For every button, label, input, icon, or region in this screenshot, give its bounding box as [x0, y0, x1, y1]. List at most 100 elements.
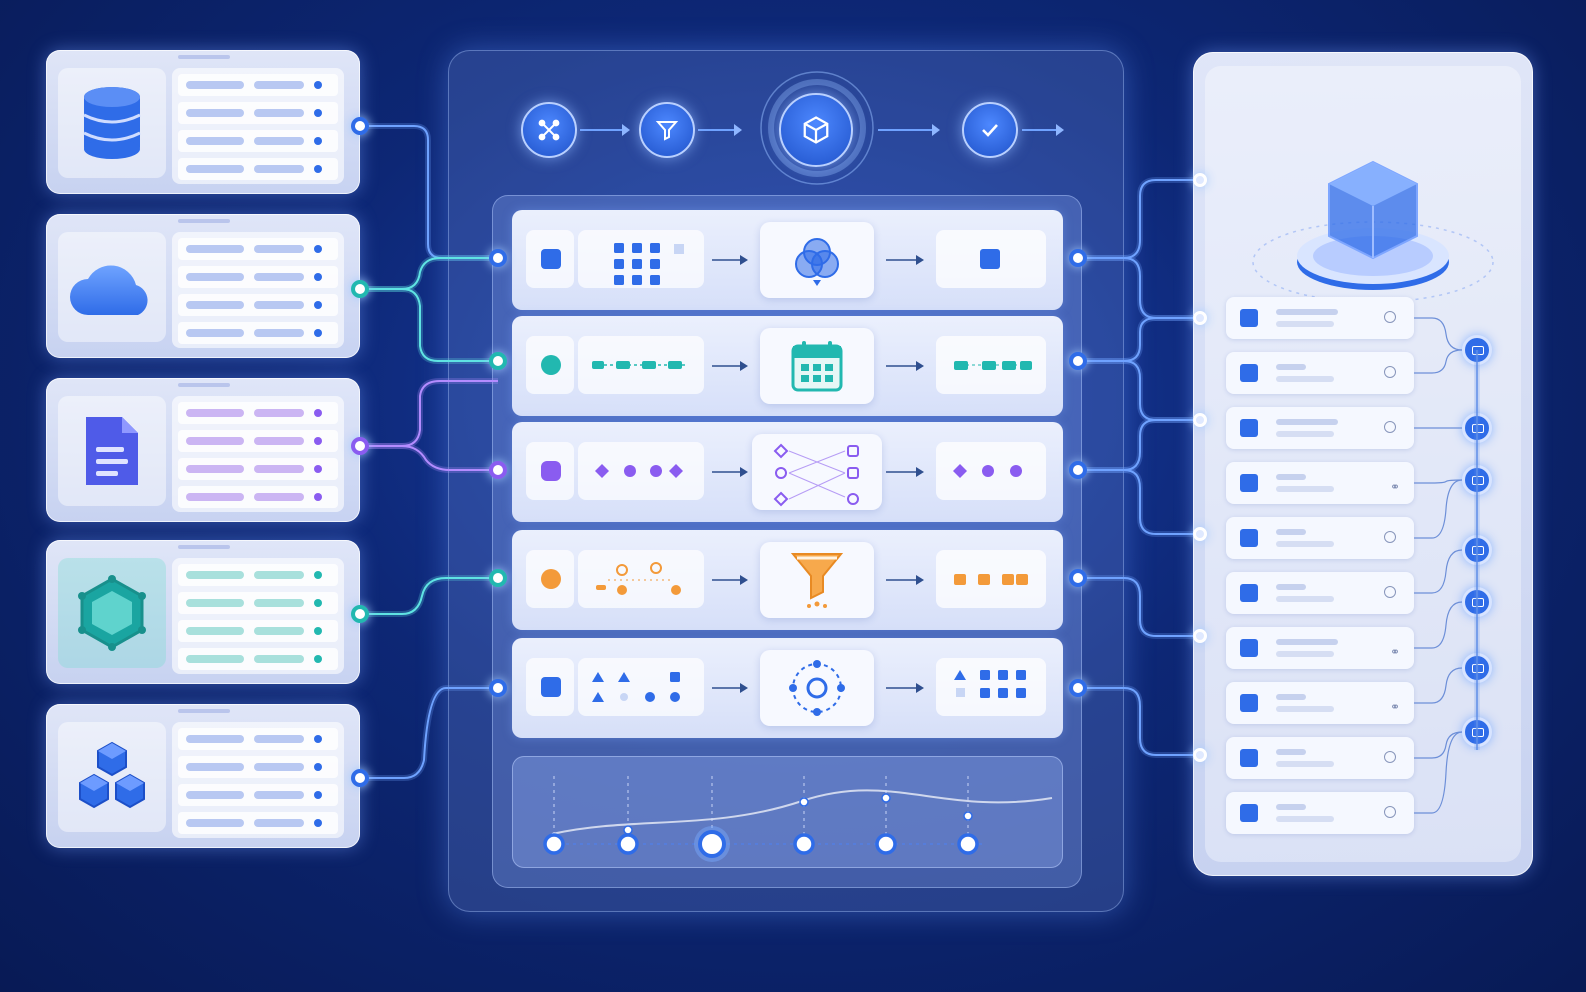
field-name-placeholder [186, 273, 244, 281]
status-ring-icon[interactable] [1384, 806, 1396, 818]
connector-port[interactable] [351, 769, 369, 787]
record-detail-placeholder [1276, 651, 1334, 657]
target-record[interactable]: ⚭ [1226, 682, 1414, 724]
timeline-node[interactable] [543, 833, 565, 855]
connector-port[interactable] [1193, 173, 1207, 187]
card-tab [178, 709, 230, 713]
step-arrowhead [932, 124, 940, 136]
connector-port[interactable] [351, 117, 369, 135]
field-status-dot [314, 735, 322, 743]
step-connector [580, 71, 1064, 185]
field-type-placeholder [254, 301, 304, 309]
target-record[interactable] [1226, 407, 1414, 449]
connector-port[interactable] [1193, 629, 1207, 643]
link-icon[interactable]: ⚭ [1389, 700, 1400, 714]
connection-wire [1078, 577, 1200, 637]
target-record[interactable]: ⚭ [1226, 462, 1414, 504]
row-transform[interactable] [760, 222, 874, 298]
connector-port[interactable] [1069, 352, 1087, 370]
status-ring-icon[interactable] [1384, 751, 1396, 763]
connector-port[interactable] [351, 280, 369, 298]
status-ring-icon[interactable] [1384, 421, 1396, 433]
source-field-row [178, 430, 338, 452]
wire-glow [360, 443, 498, 473]
bin-link [1414, 731, 1463, 759]
timeline-curve-point [881, 793, 891, 803]
timeline-node[interactable] [698, 830, 726, 858]
target-record[interactable] [1226, 352, 1414, 394]
connector-port[interactable] [1193, 413, 1207, 427]
connector-port[interactable] [1069, 679, 1087, 697]
field-status-dot [314, 655, 322, 663]
field-name-placeholder [186, 409, 244, 417]
source-field-row [178, 322, 338, 344]
connection-wire [360, 577, 498, 615]
source-card[interactable] [46, 704, 360, 848]
source-card[interactable] [46, 540, 360, 684]
field-type-placeholder [254, 409, 304, 417]
target-record[interactable] [1226, 517, 1414, 559]
status-ring-icon[interactable] [1384, 586, 1396, 598]
row-input-marker [526, 230, 574, 288]
connector-port[interactable] [489, 569, 507, 587]
record-detail-placeholder [1276, 541, 1334, 547]
bin-link [1414, 349, 1463, 374]
bin-link [1414, 317, 1463, 351]
status-ring-icon[interactable] [1384, 366, 1396, 378]
target-record[interactable] [1226, 737, 1414, 779]
timeline-node[interactable] [617, 833, 639, 855]
source-field-table [172, 722, 344, 838]
process-row[interactable] [512, 422, 1063, 522]
target-record[interactable] [1226, 792, 1414, 834]
connector-port[interactable] [1193, 527, 1207, 541]
connector-port[interactable] [351, 437, 369, 455]
source-field-row [178, 486, 338, 508]
pipeline-step[interactable] [521, 102, 577, 158]
connector-port[interactable] [489, 352, 507, 370]
row-input-sequence [578, 658, 704, 716]
process-row[interactable] [512, 316, 1063, 416]
status-ring-icon[interactable] [1384, 531, 1396, 543]
timeline-node[interactable] [875, 833, 897, 855]
connector-port[interactable] [489, 249, 507, 267]
source-card[interactable] [46, 50, 360, 194]
timeline-node[interactable] [793, 833, 815, 855]
source-card[interactable] [46, 214, 360, 358]
connector-port[interactable] [351, 605, 369, 623]
field-type-placeholder [254, 655, 304, 663]
connector-port[interactable] [1069, 461, 1087, 479]
timeline-panel [512, 756, 1063, 868]
target-record[interactable] [1226, 297, 1414, 339]
database-icon [58, 68, 166, 178]
link-icon[interactable]: ⚭ [1389, 645, 1400, 659]
pipeline-step[interactable] [639, 102, 695, 158]
record-type-marker [1240, 804, 1258, 822]
timeline-node[interactable] [957, 833, 979, 855]
pipeline-step[interactable] [962, 102, 1018, 158]
process-row[interactable] [512, 210, 1063, 310]
connector-port[interactable] [489, 679, 507, 697]
timeline-curve-point [963, 811, 973, 821]
connector-port[interactable] [1193, 311, 1207, 325]
process-row[interactable] [512, 530, 1063, 630]
record-detail-placeholder [1276, 761, 1334, 767]
connector-port[interactable] [1069, 249, 1087, 267]
connector-port[interactable] [1069, 569, 1087, 587]
connector-port[interactable] [1193, 748, 1207, 762]
process-row[interactable] [512, 638, 1063, 738]
connection-wire [360, 257, 498, 290]
record-detail-placeholder [1276, 376, 1334, 382]
field-status-dot [314, 819, 322, 827]
status-ring-icon[interactable] [1384, 311, 1396, 323]
cube-icon [801, 115, 831, 145]
row-transform[interactable] [752, 434, 882, 510]
pipeline-step[interactable] [779, 93, 853, 167]
target-record[interactable]: ⚭ [1226, 627, 1414, 669]
row-transform[interactable] [760, 542, 874, 618]
source-card[interactable] [46, 378, 360, 522]
target-record[interactable] [1226, 572, 1414, 614]
row-transform[interactable] [760, 650, 874, 726]
row-transform[interactable] [760, 328, 874, 404]
connector-port[interactable] [489, 461, 507, 479]
link-icon[interactable]: ⚭ [1389, 480, 1400, 494]
